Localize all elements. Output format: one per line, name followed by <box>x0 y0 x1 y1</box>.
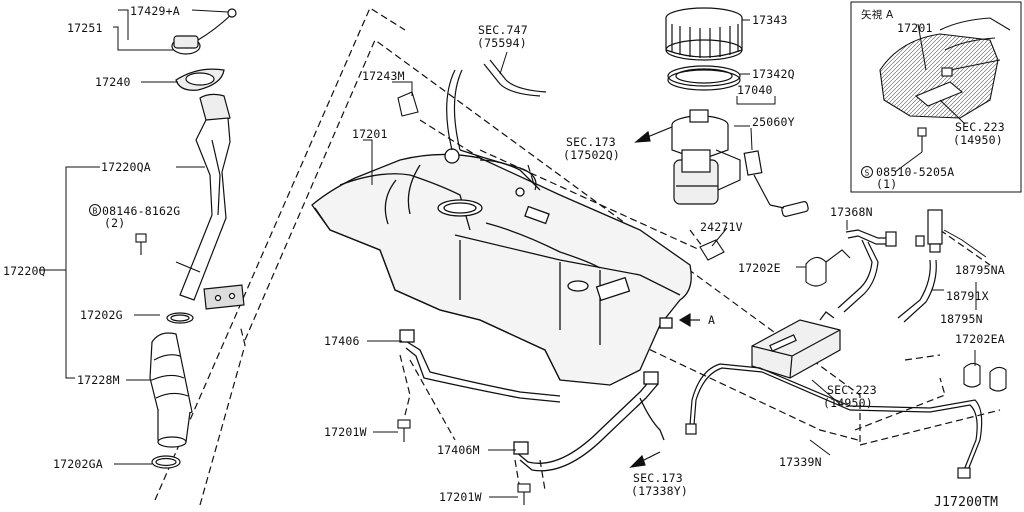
label-view-17201: 17201 <box>897 21 933 35</box>
clip-17202e <box>805 249 851 287</box>
label-17202ga: 17202GA <box>53 457 103 471</box>
bolt-badges <box>89 166 873 216</box>
vent-tubes <box>446 59 547 191</box>
view-a-frame <box>850 1 1022 193</box>
label-sec173b-ref: (17338Y) <box>631 484 688 498</box>
label-17343: 17343 <box>752 13 788 27</box>
label-17240: 17240 <box>95 75 131 89</box>
label-24271v: 24271V <box>700 220 743 234</box>
filler-bolt <box>135 233 147 255</box>
label-25060y: 25060Y <box>752 115 795 129</box>
badge-b: B <box>93 207 98 216</box>
tank-strap-17406 <box>399 329 561 403</box>
strap-bolts <box>397 419 531 505</box>
leader-lines <box>39 9 987 498</box>
badge-s: S <box>865 169 870 178</box>
label-17201: 17201 <box>352 127 388 141</box>
label-17342q: 17342Q <box>752 67 795 81</box>
label-arrow-a: A <box>708 313 716 327</box>
label-sec223b: SEC.223 <box>827 383 877 397</box>
label-18795na: 18795NA <box>955 263 1005 277</box>
arrows <box>629 126 700 468</box>
label-17202ea: 17202EA <box>955 332 1005 346</box>
label-17201w-a: 17201W <box>324 425 367 439</box>
label-sec747-ref: (75594) <box>477 36 527 50</box>
label-17202g: 17202G <box>80 308 123 322</box>
label-17429a: 17429+A <box>130 4 180 18</box>
insulator-24271v <box>699 239 725 261</box>
vapor-tube-17368n <box>837 209 943 313</box>
label-08146: 08146-8162G <box>102 204 181 218</box>
filler-cap-group <box>171 8 237 91</box>
diagram-code: J17200TM <box>934 495 999 510</box>
bracket-17243m <box>397 91 419 117</box>
label-sec747: SEC.747 <box>478 23 528 37</box>
label-17201w-b: 17201W <box>439 490 482 504</box>
evap-canister <box>751 311 841 379</box>
label-sec173a-ref: (17502Q) <box>563 148 620 162</box>
label-17406: 17406 <box>324 334 360 348</box>
tank-strap-17406m <box>513 371 665 472</box>
clips-17202ea <box>963 362 1007 392</box>
filler-hose <box>149 312 194 469</box>
view-a-drawing <box>879 17 1011 152</box>
label-17339n: 17339N <box>779 455 822 469</box>
label-17220qa: 17220QA <box>101 160 151 174</box>
label-17406m: 17406M <box>437 443 480 457</box>
label-18791x: 18791X <box>946 289 989 303</box>
label-08510-qty: (1) <box>876 177 898 191</box>
label-17228m: 17228M <box>77 373 120 387</box>
label-17202e: 17202E <box>738 261 781 275</box>
fuel-pump-module <box>671 109 741 205</box>
label-sec173a: SEC.173 <box>566 135 616 149</box>
label-sec223a: SEC.223 <box>955 120 1005 134</box>
label-sec223a-ref: (14950) <box>953 133 1003 147</box>
label-17220q: 17220Q <box>3 264 46 278</box>
label-17251: 17251 <box>67 21 103 35</box>
fuel-level-sender <box>743 150 809 217</box>
vapor-line-17339n <box>685 363 983 479</box>
label-08510: 08510-5205A <box>876 165 955 179</box>
label-17368n: 17368N <box>830 205 873 219</box>
fuel-tank <box>311 148 692 386</box>
label-18795n: 18795N <box>940 312 983 326</box>
hose-18791x <box>897 259 937 323</box>
pump-seal-ring <box>667 65 741 91</box>
label-08146-qty: (2) <box>104 216 126 230</box>
label-17243m: 17243M <box>362 69 405 83</box>
filler-pipe <box>175 93 245 310</box>
pump-lock-ring <box>665 7 743 61</box>
label-view-a: 矢視 A <box>861 9 894 21</box>
label-sec173b: SEC.173 <box>633 471 683 485</box>
label-17040: 17040 <box>737 83 773 97</box>
label-sec223b-ref: (14950) <box>823 396 873 410</box>
